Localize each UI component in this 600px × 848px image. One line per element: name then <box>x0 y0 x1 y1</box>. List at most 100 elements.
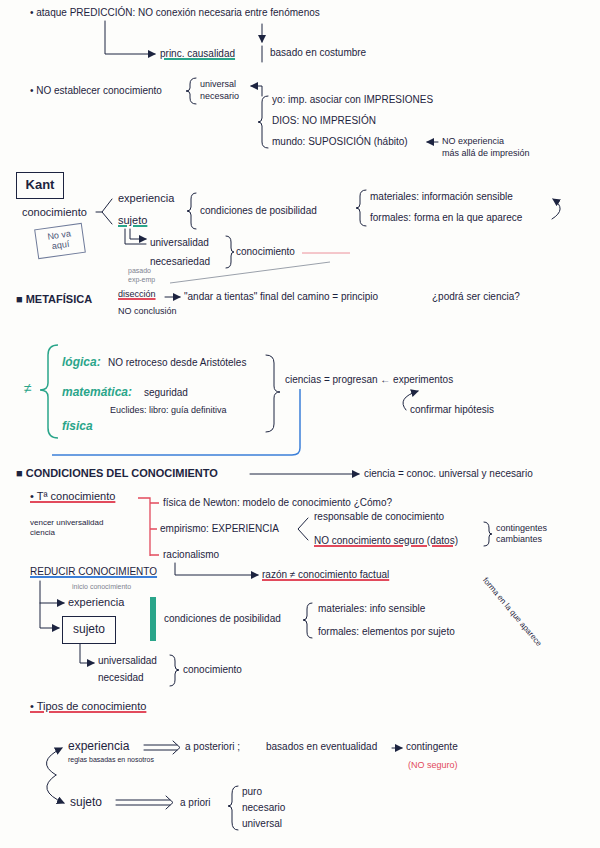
note-text: más allá de impresión <box>442 148 530 159</box>
note-text: mundo: SUPOSICIÓN (hábito) <box>272 136 408 148</box>
implies-arrow <box>144 741 180 754</box>
brace <box>303 603 312 638</box>
note-text: basado en costumbre <box>270 47 366 59</box>
note-text: "andar a tientas" final del camino = pri… <box>184 291 378 303</box>
note-text: ciencias = progresan ← experimentos <box>285 374 453 386</box>
note-text: a posteriori ; <box>185 741 240 753</box>
leader-arrow <box>427 142 438 143</box>
leader-arrow <box>40 603 64 604</box>
note-text: NO experiencia <box>442 136 504 147</box>
note-text: formales: elementos por sujeto <box>318 626 455 638</box>
leader-arrow <box>392 748 402 749</box>
note-text: racionalismo <box>163 549 219 561</box>
box-text: No va aquí <box>41 228 80 253</box>
leader-arrow <box>250 474 359 475</box>
brace <box>484 522 492 546</box>
note-text: reglas basadas en nosotros <box>68 756 154 764</box>
note-text: pasado <box>128 267 151 275</box>
note-text: DIOS: NO IMPRESIÓN <box>272 115 376 127</box>
note-text: universal <box>200 79 236 90</box>
side-note: forma en la que aparece <box>480 576 543 649</box>
note-text: experiencia <box>118 192 174 205</box>
highlight-bar <box>150 597 156 641</box>
note-text: física de Newton: modelo de conocimiento… <box>163 497 392 509</box>
note-text: experiencia <box>68 596 124 609</box>
note-text: formales: forma en la que aparece <box>370 212 522 224</box>
note-text: necesario <box>242 802 285 814</box>
note-text: contingente <box>406 741 458 753</box>
note-text: yo: imp. asociar con IMPRESIONES <box>272 94 433 106</box>
note-text: conocimiento <box>236 246 295 258</box>
keyword: matemática: <box>62 385 132 399</box>
note-text: responsable de conocimiento <box>314 511 444 523</box>
note-text: ≠ <box>24 380 32 397</box>
note-text: a priori <box>180 797 211 809</box>
note-text: condiciones de posibilidad <box>200 205 317 217</box>
leader-arrow <box>175 563 258 575</box>
concept-box: sujeto <box>62 616 116 644</box>
double-arrow <box>80 642 94 663</box>
leader-arrow <box>165 297 180 298</box>
note-text: Euclides: libro: guía definitiva <box>110 405 227 416</box>
title-box: Kant <box>16 172 64 199</box>
note-text: necesidad <box>98 672 144 684</box>
note-text: NO conocimiento seguro (datos) <box>314 535 458 547</box>
note-text: • NO establecer conocimiento <box>30 85 162 97</box>
section-heading: ■ METAFÍSICA <box>16 293 92 306</box>
curved-arrow <box>46 748 62 775</box>
note-text: puro <box>242 786 262 798</box>
note-text: seguridad <box>144 387 188 399</box>
brace <box>356 190 366 226</box>
brace <box>187 193 196 229</box>
keyword: lógica: <box>62 355 101 369</box>
note-text: condiciones de posibilidad <box>164 613 281 625</box>
brace <box>40 345 58 438</box>
brace <box>228 786 238 830</box>
note-text: exp-emp <box>128 276 155 284</box>
note-text: disección <box>118 289 156 300</box>
box-text: sujeto <box>73 623 105 637</box>
double-arrow <box>125 229 146 244</box>
note-text: vencer universalidad ciencia <box>30 518 122 537</box>
note-text: sujeto <box>70 795 102 809</box>
note-text: princ. causalidad <box>160 48 235 60</box>
double-arrow <box>130 229 146 239</box>
keyword: física <box>62 419 93 433</box>
brace <box>170 655 179 686</box>
note-text: universalidad <box>98 655 157 667</box>
leader-arrow <box>251 86 262 96</box>
curved-arrow <box>552 199 560 219</box>
note-text: NO conclusión <box>118 306 177 317</box>
note-text: materiales: información sensible <box>370 191 513 203</box>
note-text: empirismo: EXPERIENCIA <box>160 523 279 535</box>
note-text: • Tª conocimiento <box>30 490 115 503</box>
note-text: universal <box>242 818 282 830</box>
curved-arrow <box>47 775 64 803</box>
branch-lines <box>96 199 112 224</box>
brace <box>266 355 280 432</box>
red-bracket <box>138 498 159 556</box>
note-text: • Tipos de conocimiento <box>30 700 146 713</box>
box-text: Kant <box>26 178 55 193</box>
leader-line <box>105 21 155 54</box>
note-text: universalidad <box>150 237 209 249</box>
note-text: experiencia <box>68 739 129 753</box>
note-text: contingentes cambiantes <box>496 523 568 545</box>
note-text: necesario <box>200 91 239 102</box>
note-text: NO retroceso desde Aristóteles <box>108 357 246 369</box>
branch-lines <box>298 518 308 540</box>
leader-arrow <box>262 24 263 42</box>
note-text: ¿podrá ser ciencia? <box>432 291 520 303</box>
brace <box>186 78 196 104</box>
implies-arrow <box>116 796 173 809</box>
note-text: basados en eventualidad <box>266 741 377 753</box>
note-text: confirmar hipótesis <box>410 404 494 416</box>
red-line <box>302 253 350 254</box>
note-text: conocimiento <box>183 664 242 676</box>
note-text: ciencia = conoc. universal y necesario <box>364 468 533 480</box>
note-text: razón ≠ conocimiento factual <box>262 569 389 581</box>
note-box: No va aquí <box>34 223 86 259</box>
section-heading: ■ CONDICIONES DEL CONOCIMIENTO <box>16 467 218 480</box>
note-text: conocimiento <box>22 206 87 219</box>
